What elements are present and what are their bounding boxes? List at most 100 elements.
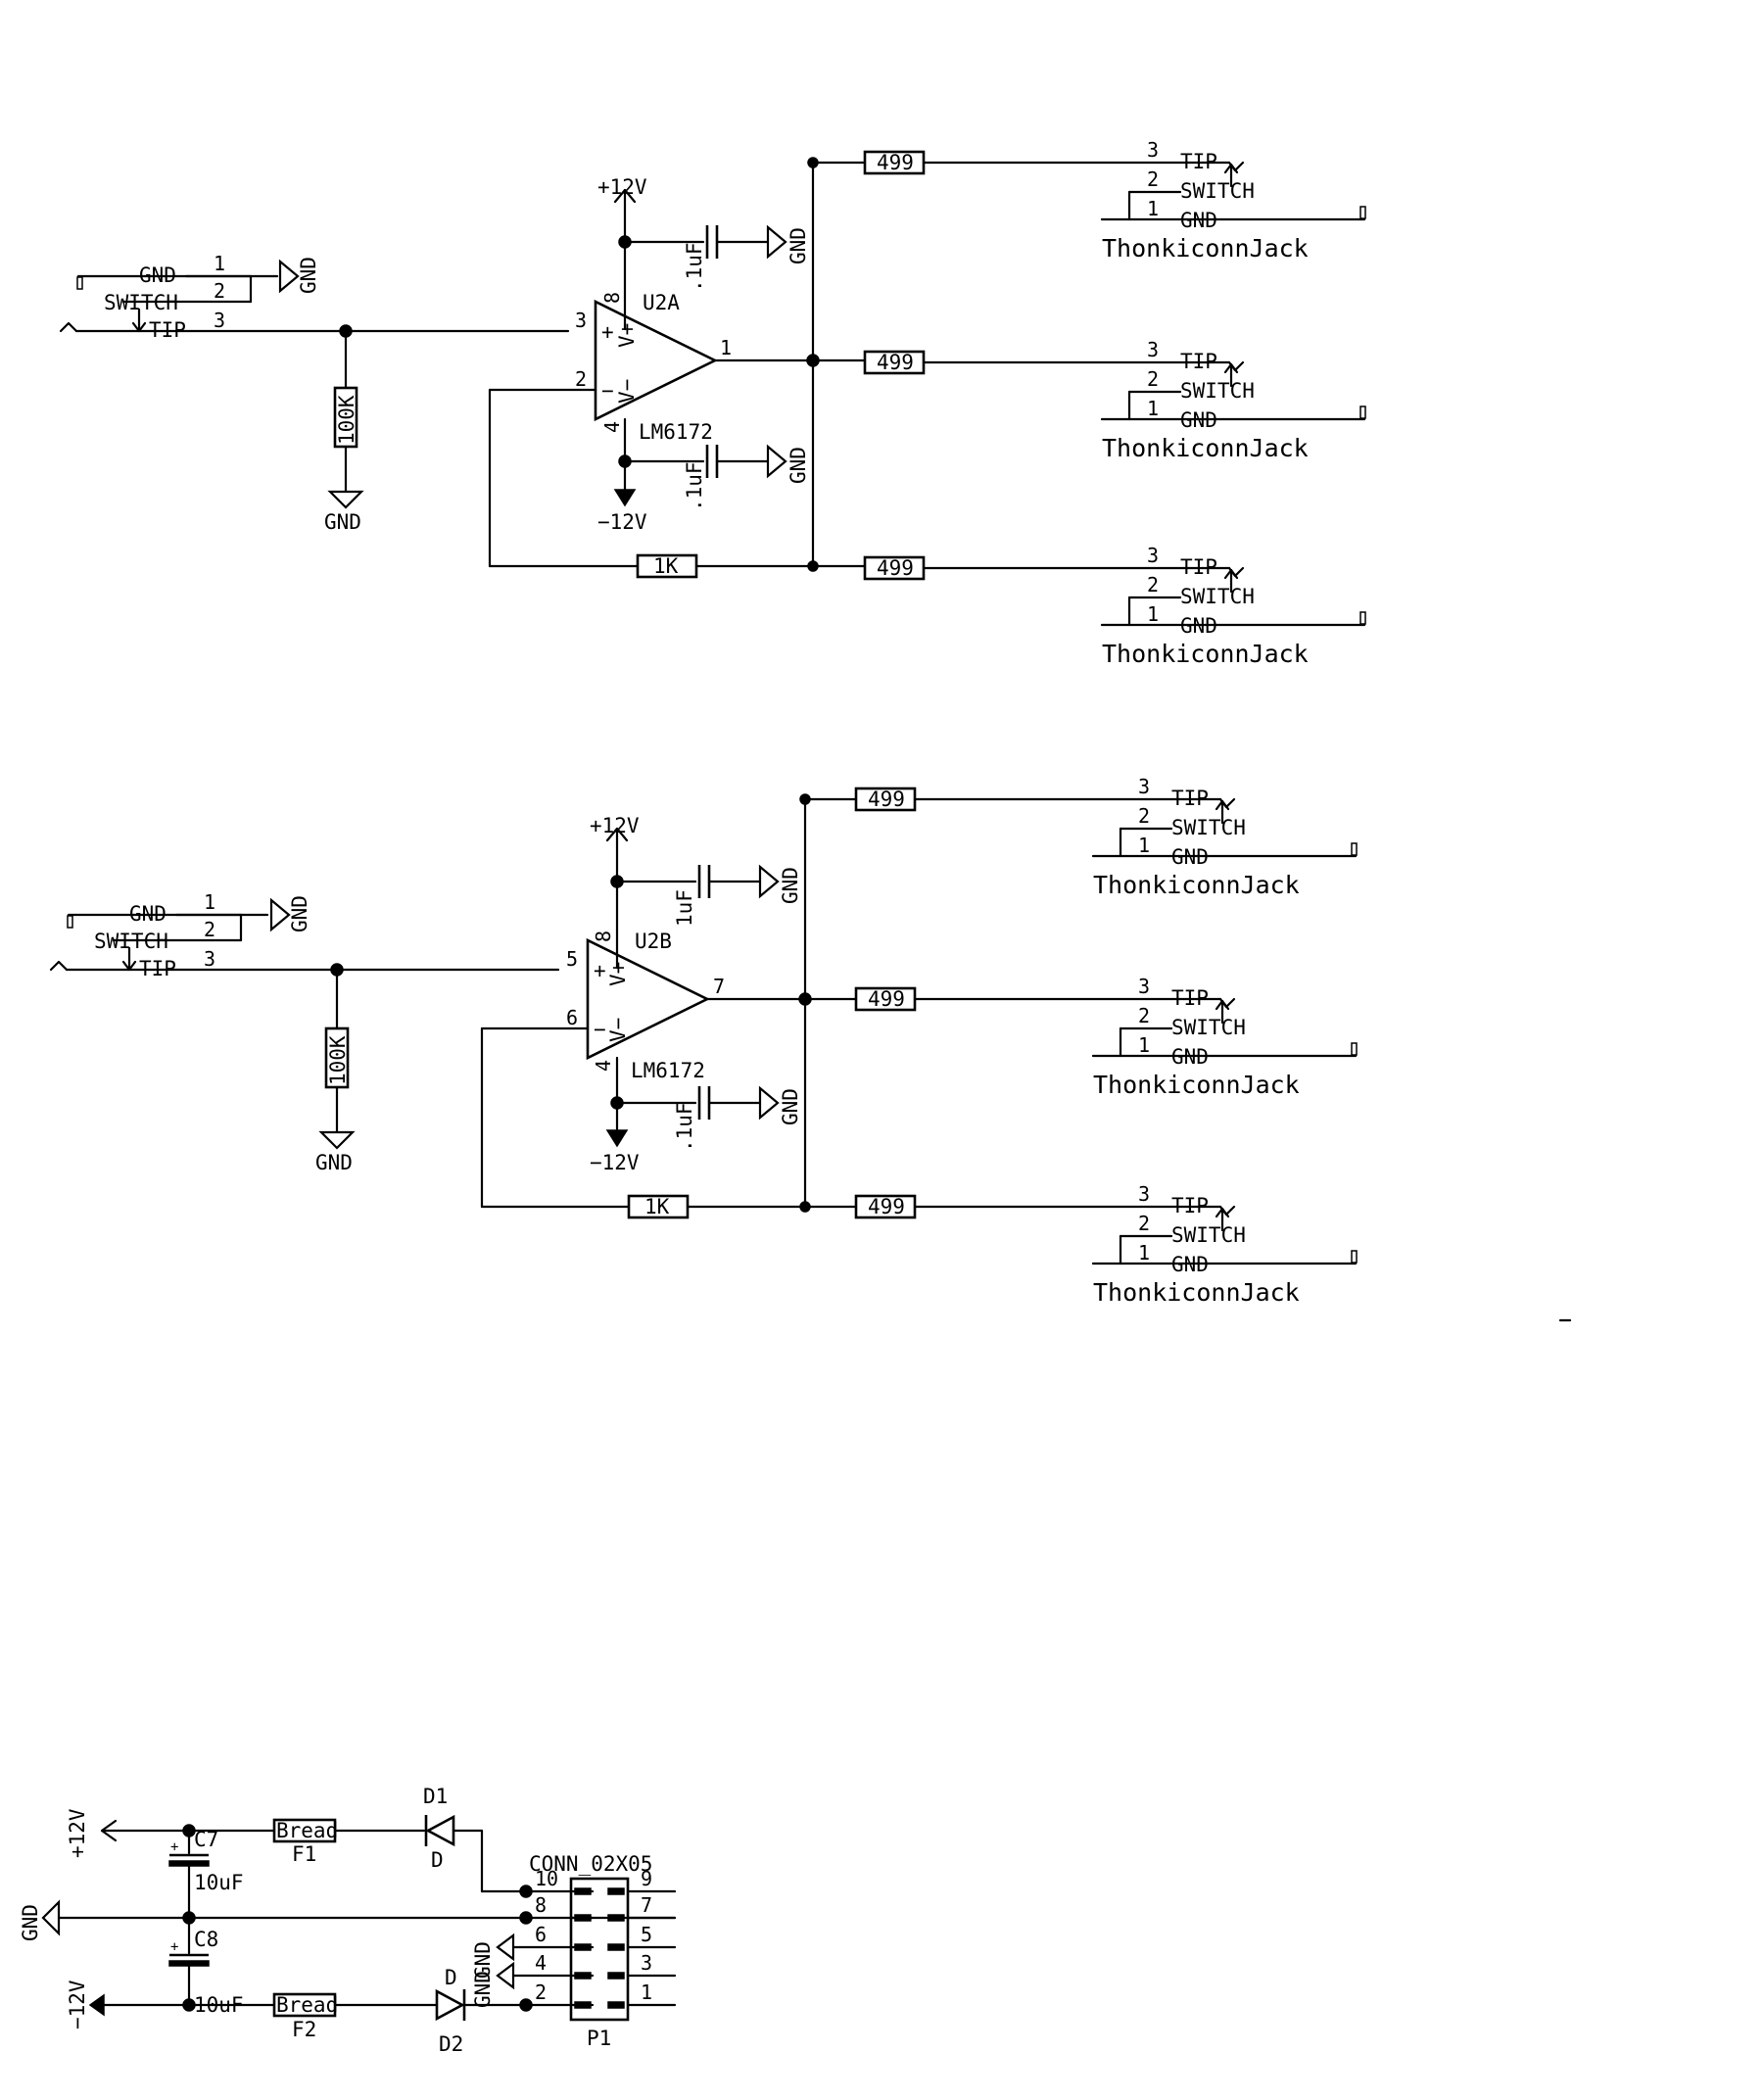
- capacitor-c7-ref: C7: [194, 1828, 218, 1851]
- output-jack-pin-3: 3: [1147, 544, 1159, 567]
- input-jack-tip-pin-name: TIP: [149, 318, 186, 342]
- output-jack-switch-label: SWITCH: [1180, 379, 1255, 403]
- input-jack-a: GND 1 GND SWITCH 2 TIP 3: [59, 252, 570, 342]
- connector-pin-left-label: 6: [535, 1923, 547, 1946]
- output-jack-gnd-label: GND: [1171, 845, 1209, 869]
- output-jack-pin-2: 2: [1147, 573, 1159, 597]
- output-jack-name: ThonkiconnJack: [1102, 234, 1309, 262]
- ground-symbol: [758, 864, 780, 899]
- connector-pin-left-label: 8: [535, 1893, 547, 1917]
- ground-symbol: [278, 259, 300, 294]
- output-jack-pin-2: 2: [1138, 1212, 1150, 1235]
- diode-d1-ref: D1: [423, 1785, 448, 1808]
- output-jack-tip-label: TIP: [1171, 787, 1209, 810]
- output-jack-switch-label: SWITCH: [1171, 816, 1246, 839]
- input-jack-pin-3: 3: [214, 309, 225, 332]
- input-resistor-a: 100K GND: [324, 324, 364, 534]
- opamp-u2a-minus-sign: −: [601, 379, 614, 403]
- opamp-u2a-pin-3: 3: [575, 309, 587, 332]
- buffer-stage-a: GND 1 GND SWITCH 2 TIP 3 100K GND: [59, 157, 867, 579]
- input-resistor-a-value: 100K: [335, 395, 358, 445]
- ground-label: GND: [297, 257, 320, 294]
- output-jack-pin-1: 1: [1138, 834, 1150, 857]
- connector-pin-right-label: 5: [641, 1923, 652, 1946]
- input-resistor-b-value: 100K: [326, 1035, 350, 1085]
- output-resistor-value: 499: [868, 987, 905, 1011]
- diode-d2-ref: D2: [439, 2032, 463, 2056]
- connector-pin-right-label: 7: [641, 1893, 652, 1917]
- capacitor-c7-plus: +: [170, 1839, 178, 1855]
- output-jack-gnd-label: GND: [1180, 408, 1217, 432]
- output-jack-switch-label: SWITCH: [1180, 179, 1255, 203]
- output-jack-name: ThonkiconnJack: [1093, 1278, 1300, 1307]
- output-resistor-value: 499: [868, 788, 905, 811]
- output-jack-pin-1: 1: [1147, 602, 1159, 626]
- ground-symbol: [318, 1130, 356, 1150]
- output-jack-name: ThonkiconnJack: [1102, 434, 1309, 462]
- opamp-u2b-pin-8: 8: [592, 931, 615, 942]
- output-jack-tip-label: TIP: [1180, 150, 1217, 173]
- output-jack-pin-3: 3: [1138, 1182, 1150, 1206]
- ground-label: GND: [787, 227, 810, 264]
- feedback-resistor-a-value: 1K: [653, 554, 679, 578]
- ground-label: GND: [19, 1904, 42, 1941]
- ground-label: GND: [471, 1971, 495, 2008]
- opamp-u2a-value: LM6172: [639, 420, 713, 444]
- buffer-stage-b: GND 1 GND SWITCH 2 TIP 3 100K GND 5: [49, 793, 858, 1219]
- ground-symbol: [496, 1933, 515, 1962]
- capacitor-bottom-b-value: .1uF: [673, 1102, 696, 1152]
- ground-label: GND: [779, 1088, 802, 1125]
- output-jack-tip-label: TIP: [1180, 350, 1217, 373]
- fuse-f2-value: Bread: [276, 1993, 338, 2017]
- ground-label: GND: [315, 1151, 353, 1174]
- power-input-section: +12V Bread F1 D1 D + C7 10uF GND + C8: [19, 1785, 677, 2056]
- ground-symbol: [496, 1961, 515, 1990]
- output-bus-b: [705, 793, 858, 1209]
- connector-ref: P1: [587, 2027, 611, 2050]
- feedback-resistor-b-value: 1K: [644, 1195, 670, 1218]
- negative-supply-label: −12V: [66, 1980, 89, 2029]
- output-resistor-value: 499: [877, 556, 914, 580]
- output-jack-name: ThonkiconnJack: [1102, 640, 1309, 668]
- opamp-u2b-value: LM6172: [631, 1059, 705, 1082]
- fuse-f1-value: Bread: [276, 1819, 338, 1842]
- capacitor-top-b-value: 1uF: [673, 889, 696, 927]
- opamp-u2a-plus-sign: +: [601, 320, 614, 344]
- opamp-u2a-vneg-label: V−: [615, 379, 639, 404]
- input-jack-pin-1: 1: [214, 252, 225, 275]
- input-jack-gnd-pin-name: GND: [129, 902, 167, 926]
- connector-pin-right-label: 9: [641, 1867, 652, 1890]
- feedback-network-b: 1K: [480, 1026, 805, 1219]
- opamp-u2b-vneg-label: V−: [606, 1018, 630, 1042]
- connector-pin-left-label: 10: [535, 1867, 558, 1890]
- feedback-network-a: 1K: [488, 388, 813, 579]
- capacitor-c7-value: 10uF: [194, 1871, 244, 1894]
- opamp-u2a-pin-1: 1: [720, 336, 732, 359]
- opamp-u2a-pin-8: 8: [600, 292, 624, 304]
- connector-value: CONN_02X05: [529, 1852, 652, 1876]
- opamp-u2a-ref: U2A: [643, 291, 680, 314]
- fuse-f2-ref: F2: [292, 2018, 316, 2041]
- output-jack-pin-1: 1: [1138, 1241, 1150, 1265]
- ground-label: GND: [787, 447, 810, 484]
- output-jack-pin-3: 3: [1138, 975, 1150, 998]
- output-jack-gnd-label: GND: [1171, 1045, 1209, 1069]
- output-jack-tip-label: TIP: [1171, 986, 1209, 1010]
- capacitor-top-a-value: .1uF: [683, 242, 706, 292]
- diode-d1-value: D: [431, 1848, 444, 1872]
- positive-supply-label: +12V: [590, 814, 640, 837]
- input-jack-tip-pin-name: TIP: [139, 957, 176, 980]
- output-resistor-value: 499: [877, 351, 914, 374]
- negative-supply-label: −12V: [597, 510, 647, 534]
- ground-symbol: [766, 224, 787, 260]
- output-jack-switch-label: SWITCH: [1171, 1016, 1246, 1039]
- diode-d2-value: D: [445, 1966, 457, 1989]
- opamp-u2b: 5 + 6 − V+ V− 8 4 U2B LM6172 7: [480, 930, 725, 1082]
- input-jack-gnd-pin-name: GND: [139, 263, 176, 287]
- positive-supply-label: +12V: [66, 1808, 89, 1858]
- opamp-u2b-ref: U2B: [635, 930, 672, 953]
- output-jack-pin-2: 2: [1147, 367, 1159, 391]
